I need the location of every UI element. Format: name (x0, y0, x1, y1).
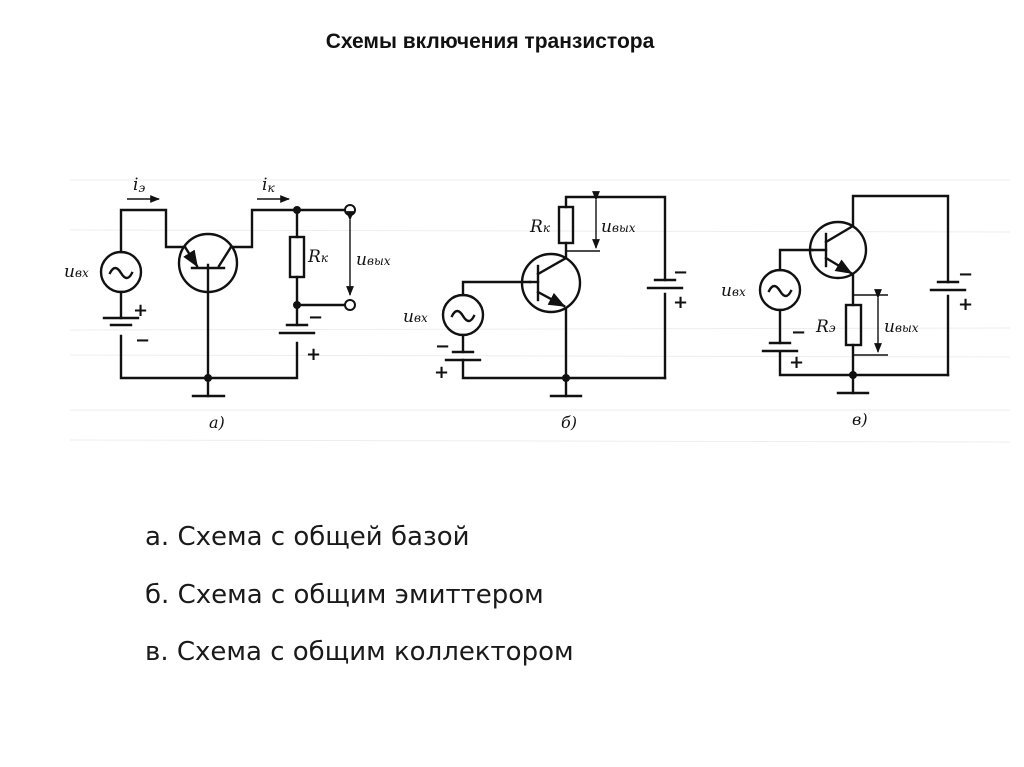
resistor-label: Rк (529, 217, 551, 237)
circuit-caption: б) (561, 413, 577, 432)
circuit-types-list: а. Схема с общей базой б. Схема с общим … (145, 515, 574, 688)
resistor-label: Rэ (815, 317, 836, 337)
svg-text:+: + (789, 352, 804, 373)
circuit-b-common-emitter: − + − + Rк uвых uвх б) (403, 191, 688, 432)
ac-source-icon (758, 268, 802, 312)
svg-text:+: + (434, 362, 449, 383)
circuit-b-wires (461, 195, 667, 380)
resistor-icon (288, 235, 306, 279)
circuit-c-common-collector: − + − + uвх Rэ uвых в) (721, 194, 973, 429)
ground-icon (549, 376, 583, 398)
npn-transistor-icon (520, 252, 582, 314)
slide-title: Схемы включения транзистора (325, 30, 655, 53)
output-terminal (344, 299, 356, 311)
scan-background-texture (69, 179, 1011, 443)
battery-icon: − + (434, 336, 482, 383)
svg-text:−: − (673, 262, 688, 283)
ac-source-icon (441, 293, 485, 337)
resistor-icon (844, 303, 863, 347)
pnp-transistor-icon (177, 232, 239, 294)
list-item: б. Схема с общим эмиттером (145, 579, 544, 610)
npn-transistor-icon (808, 220, 868, 280)
resistor-label: Rк (307, 247, 329, 267)
battery-icon: − + (761, 322, 806, 373)
svg-text:−: − (135, 330, 150, 351)
svg-text:+: + (958, 294, 973, 315)
output-terminal (344, 204, 356, 216)
svg-text:+: + (673, 292, 688, 313)
svg-text:−: − (791, 322, 806, 343)
svg-text:+: + (306, 344, 321, 365)
battery-icon: − + (646, 262, 688, 313)
svg-text:−: − (308, 307, 323, 328)
circuit-a-common-base: + − − + (64, 175, 391, 432)
svg-text:−: − (958, 264, 973, 285)
list-item: а. Схема с общей базой (145, 522, 470, 552)
emitter-current-label: iэ (133, 175, 145, 195)
output-voltage-label: uвых (884, 317, 919, 337)
collector-current-label: iк (262, 175, 275, 195)
circuit-c-wires (778, 194, 950, 377)
ground-icon (191, 376, 226, 398)
input-voltage-label: uвх (403, 307, 428, 327)
junction-dot (293, 206, 301, 214)
ground-icon (836, 373, 870, 395)
svg-text:+: + (133, 300, 148, 321)
output-voltage-label: uвых (601, 217, 636, 237)
svg-text:−: − (435, 336, 450, 357)
output-voltage-label: uвых (356, 250, 391, 270)
input-voltage-label: uвх (64, 262, 89, 282)
list-item: в. Схема с общим коллектором (145, 637, 574, 667)
circuit-diagrams: + − − + (60, 140, 1020, 460)
ac-source-icon (99, 250, 143, 294)
input-voltage-label: uвх (721, 281, 746, 301)
battery-icon: − + (929, 264, 973, 315)
resistor-icon (557, 205, 575, 245)
circuit-caption: в) (852, 410, 868, 429)
battery-icon: + − (102, 300, 150, 351)
circuit-caption: а) (209, 413, 225, 432)
battery-icon: − + (278, 307, 323, 365)
junction-dot (293, 301, 301, 309)
